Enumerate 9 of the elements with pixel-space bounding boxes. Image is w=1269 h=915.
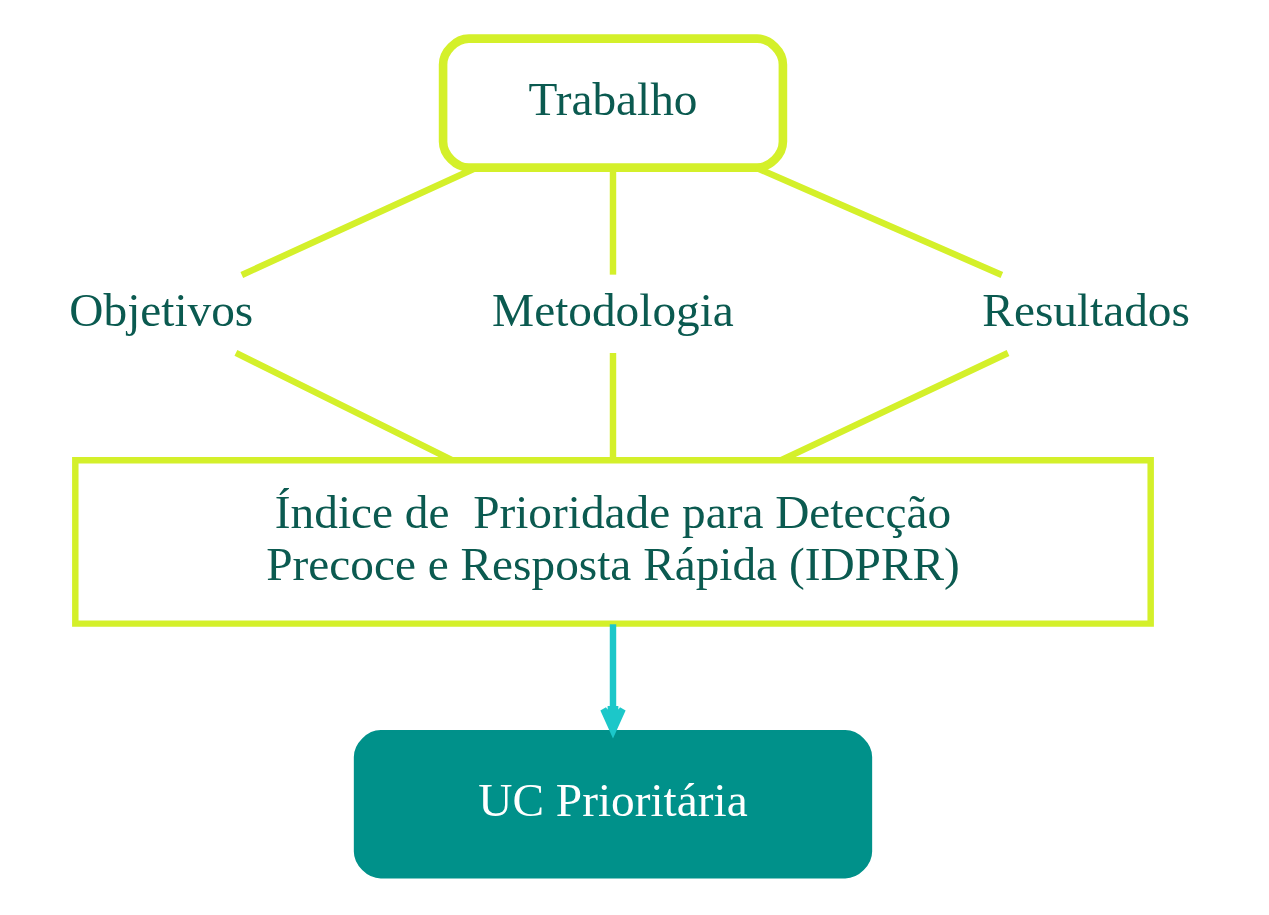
node-text: Metodologia	[492, 283, 734, 336]
connector	[609, 352, 617, 460]
connector	[234, 349, 454, 463]
node-box: Índice de Prioridade para Detecção Precoce e Resposta Rápida (IDPRR)	[72, 456, 1154, 627]
node-box: Trabalho	[438, 33, 788, 172]
node-text: Resultados	[982, 283, 1190, 336]
node-text: Objetivos	[69, 283, 254, 336]
node-box: UC Prioritária	[353, 729, 873, 878]
connector	[780, 349, 1010, 463]
